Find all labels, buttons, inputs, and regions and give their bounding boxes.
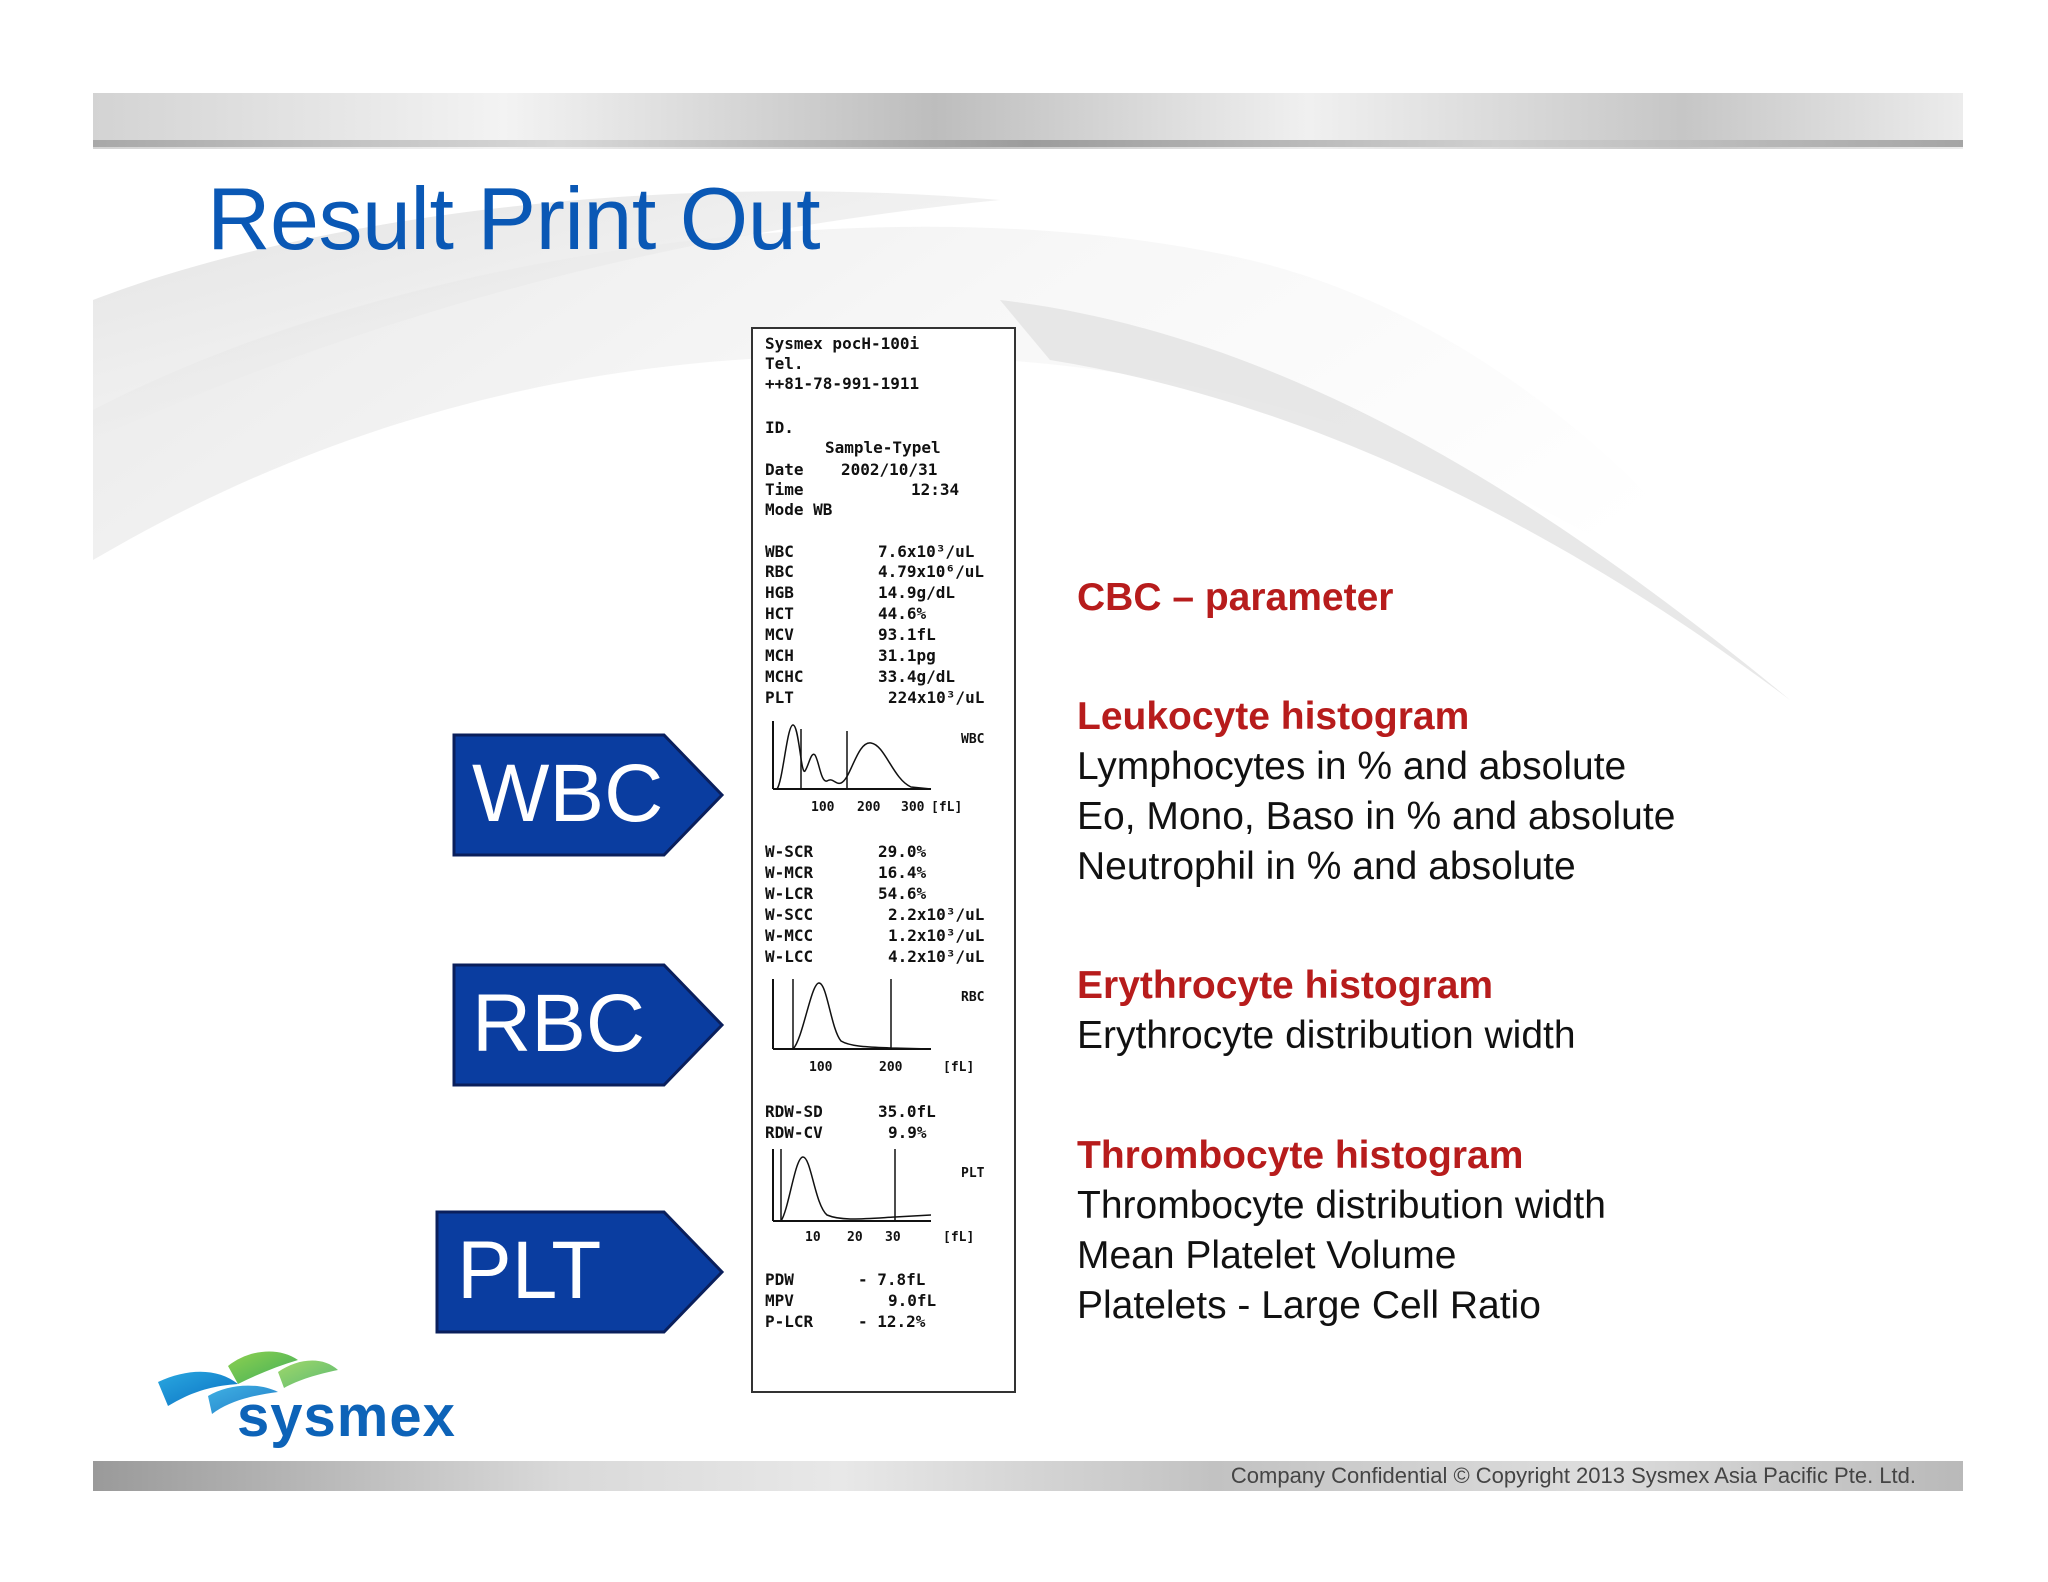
section-heading-thrombocyte: Thrombocyte histogram — [1077, 1134, 1524, 1177]
printout-row-label: MCV — [765, 625, 794, 644]
sysmex-logo-icon — [158, 1351, 338, 1414]
printout-row-value: - 7.8fL — [858, 1270, 926, 1289]
page-title: Result Print Out — [207, 169, 821, 268]
plt-tick-label: 10 — [805, 1230, 821, 1245]
sysmex-logo-text: sysmex — [237, 1384, 456, 1449]
printout-row-label: HCT — [765, 604, 794, 623]
section-line: Neutrophil in % and absolute — [1077, 845, 1576, 888]
plt-arrow-label: PLT — [435, 1210, 725, 1334]
printout-row-value: - 12.2% — [858, 1312, 926, 1331]
section-line: Lymphocytes in % and absolute — [1077, 745, 1627, 788]
rbc-unit-label: [fL] — [943, 1060, 974, 1075]
printout-row-label: MPV — [765, 1291, 794, 1310]
wbc-unit-label: [fL] — [931, 800, 962, 815]
wbc-histogram: WBC 100 200 300 [fL] — [772, 721, 984, 815]
printout-time-label: Time — [765, 480, 804, 499]
printout-row-label: WBC — [765, 542, 794, 561]
top-header-band — [93, 93, 1963, 149]
printout-row-label: W-SCR — [765, 842, 814, 861]
printout-date-value: 2002/10/31 — [841, 460, 938, 479]
printout-row-label: RDW-SD — [765, 1102, 823, 1121]
printout-row-label: HGB — [765, 583, 794, 602]
plt-tick-label: 20 — [847, 1230, 863, 1245]
printout-row-value: 54.6% — [878, 884, 927, 903]
rbc-label-text: RBC — [472, 978, 646, 1069]
section-heading-leukocyte: Leukocyte histogram — [1077, 695, 1470, 738]
printout-row-value: 7.6x10³/uL — [878, 542, 975, 561]
printout-row-label: MCHC — [765, 667, 804, 686]
printout-row-value: 35.0fL — [878, 1102, 936, 1121]
printout-row-value: 9.9% — [888, 1123, 927, 1142]
plt-unit-label: [fL] — [943, 1230, 974, 1245]
printout-header-line: Sysmex pocH-100i — [765, 334, 920, 353]
section-line: Mean Platelet Volume — [1077, 1234, 1457, 1277]
plt-label-text: PLT — [457, 1225, 602, 1316]
wbc-histogram-tag: WBC — [961, 732, 984, 747]
printout-row-value: 29.0% — [878, 842, 927, 861]
printout-row-value: 31.1pg — [878, 646, 936, 665]
printout-id-label: ID. — [765, 418, 794, 437]
arrow-shape — [452, 733, 725, 857]
printout-row-value: 4.2x10³/uL — [888, 947, 985, 966]
wbc-arrow-label: WBC — [452, 733, 725, 857]
plt-tick-label: 30 — [885, 1230, 901, 1245]
printout-row-label: W-MCC — [765, 926, 814, 945]
printout-row-label: RDW-CV — [765, 1123, 823, 1142]
rbc-arrow-label: RBC — [452, 963, 725, 1087]
printout-row-value: 2.2x10³/uL — [888, 905, 985, 924]
printout-row-value: 9.0fL — [888, 1291, 937, 1310]
printout-row-label: P-LCR — [765, 1312, 814, 1331]
section-heading-erythrocyte: Erythrocyte histogram — [1077, 964, 1494, 1007]
section-line: Thrombocyte distribution width — [1077, 1184, 1606, 1227]
printout-row-label: W-LCR — [765, 884, 814, 903]
footer-copyright: Company Confidential © Copyright 2013 Sy… — [1230, 1463, 1916, 1488]
printout-row-label: MCH — [765, 646, 794, 665]
arrow-shape — [452, 963, 725, 1087]
plt-histogram-tag: PLT — [961, 1166, 985, 1181]
result-printout: Sysmex pocH-100i Tel. ++81-78-991-1911 I… — [751, 327, 1016, 1393]
footer-band — [93, 1461, 1963, 1491]
printout-mode-label: Mode WB — [765, 500, 833, 519]
section-line: Erythrocyte distribution width — [1077, 1014, 1576, 1057]
printout-date-label: Date — [765, 460, 804, 479]
printout-row-value: 93.1fL — [878, 625, 936, 644]
printout-row-label: RBC — [765, 562, 794, 581]
printout-time-value: 12:34 — [911, 480, 960, 499]
wbc-label-text: WBC — [472, 748, 664, 839]
section-line: Platelets - Large Cell Ratio — [1077, 1284, 1541, 1327]
printout-row-value: 14.9g/dL — [878, 583, 956, 602]
printout-row-label: PLT — [765, 688, 794, 707]
arrow-shape — [435, 1210, 725, 1334]
printout-row-label: W-LCC — [765, 947, 814, 966]
rbc-tick-label: 100 — [809, 1060, 833, 1075]
printout-row-value: 44.6% — [878, 604, 927, 623]
printout-row-label: W-SCC — [765, 905, 814, 924]
printout-row-value: 224x10³/uL — [888, 688, 985, 707]
plt-histogram: PLT 10 20 30 [fL] — [772, 1149, 985, 1245]
printout-row-label: W-MCR — [765, 863, 814, 882]
wbc-tick-label: 200 — [857, 800, 881, 815]
printout-sample-type: Sample-Typel — [825, 438, 941, 457]
printout-header-line: Tel. — [765, 354, 804, 373]
section-heading-cbc: CBC – parameter — [1077, 576, 1394, 619]
wbc-tick-label: 300 — [901, 800, 925, 815]
wbc-tick-label: 100 — [811, 800, 835, 815]
printout-row-value: 4.79x10⁶/uL — [878, 562, 984, 581]
printout-row-value: 33.4g/dL — [878, 667, 956, 686]
rbc-tick-label: 200 — [879, 1060, 903, 1075]
rbc-histogram: RBC 100 200 [fL] — [772, 979, 984, 1075]
printout-row-value: 1.2x10³/uL — [888, 926, 985, 945]
printout-header-line: ++81-78-991-1911 — [765, 374, 920, 393]
printout-row-value: 16.4% — [878, 863, 927, 882]
section-line: Eo, Mono, Baso in % and absolute — [1077, 795, 1676, 838]
top-header-line — [93, 140, 1963, 147]
printout-row-label: PDW — [765, 1270, 794, 1289]
rbc-histogram-tag: RBC — [961, 990, 984, 1005]
